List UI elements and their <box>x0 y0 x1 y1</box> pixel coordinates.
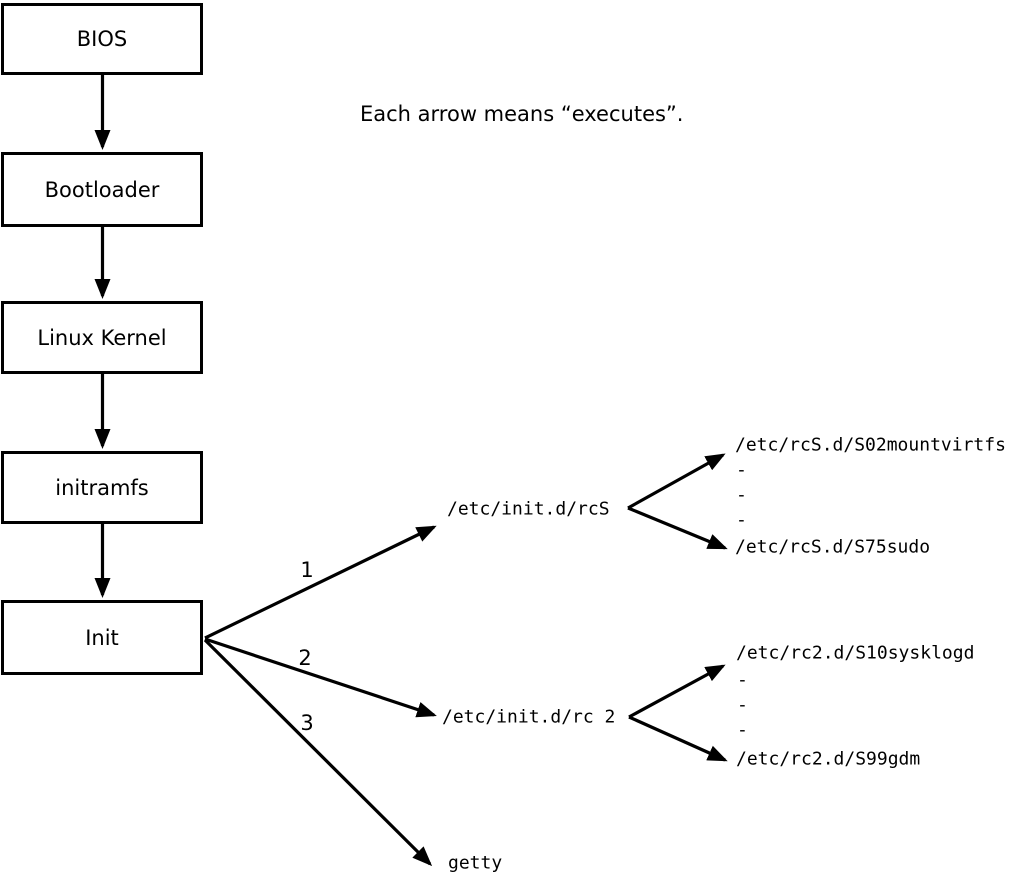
arrow-rcS-to-s02mountvirtfs <box>627 453 726 510</box>
arrow-init-to-rc2 <box>204 637 437 718</box>
arrow-init-to-rcS <box>204 525 437 640</box>
node-bios-label: BIOS <box>76 27 128 51</box>
arrow-rc2-to-s10sysklogd <box>628 664 726 719</box>
branch-3-number: 3 <box>300 711 314 735</box>
node-linux-kernel: Linux Kernel <box>1 301 203 374</box>
node-getty: getty <box>448 852 503 874</box>
node-s75sudo: /etc/rcS.d/S75sudo <box>735 536 931 558</box>
node-s10sysklogd: /etc/rc2.d/S10sysklogd <box>736 642 975 664</box>
node-s02mountvirtfs: /etc/rcS.d/S02mountvirtfs <box>735 434 1006 456</box>
branch-2-number: 2 <box>298 646 312 670</box>
rcS-ellipsis-dash-2: - <box>736 484 747 506</box>
node-bootloader-label: Bootloader <box>44 177 160 202</box>
node-initramfs-label: initramfs <box>55 475 149 500</box>
arrow-rc2-to-s99gdm <box>628 715 728 762</box>
arrow-rcS-to-s75sudo <box>627 506 728 550</box>
node-rcS: /etc/init.d/rcS <box>447 498 610 520</box>
node-linux-kernel-label: Linux Kernel <box>37 325 167 350</box>
rc2-ellipsis-dash-2: - <box>737 694 748 716</box>
rc2-ellipsis-dash-3: - <box>737 719 748 741</box>
node-rc2: /etc/init.d/rc 2 <box>442 706 616 728</box>
rcS-ellipsis-dash-3: - <box>736 509 747 531</box>
node-init-label: Init <box>85 625 119 650</box>
node-bootloader: Bootloader <box>1 152 203 227</box>
node-bios: BIOS <box>1 3 203 75</box>
node-s99gdm: /etc/rc2.d/S99gdm <box>736 748 921 770</box>
node-init: Init <box>1 600 203 675</box>
legend-note: Each arrow means “executes”. <box>360 102 684 126</box>
node-initramfs: initramfs <box>1 451 203 524</box>
rcS-ellipsis-dash-1: - <box>736 459 747 481</box>
rc2-ellipsis-dash-1: - <box>737 669 748 691</box>
arrow-init-to-getty <box>203 638 433 867</box>
branch-1-number: 1 <box>300 558 314 582</box>
